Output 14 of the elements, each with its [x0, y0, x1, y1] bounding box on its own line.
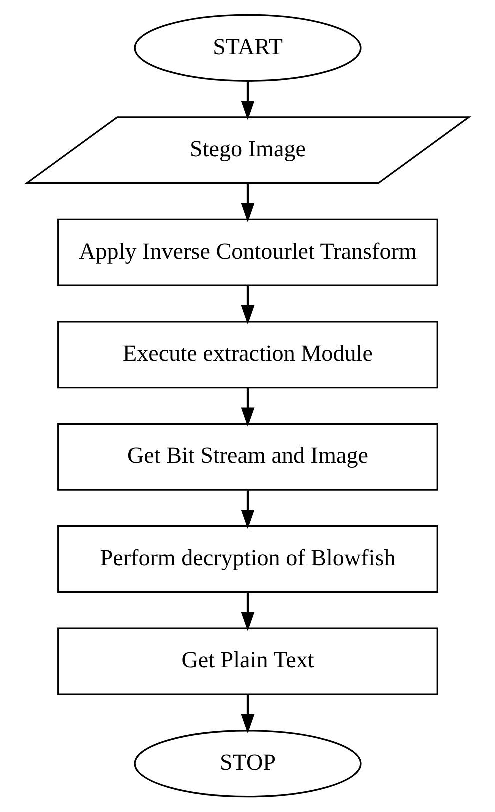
node-ellipse: START	[134, 14, 362, 82]
node-box: Get Plain Text	[57, 628, 438, 696]
arrow	[240, 82, 254, 120]
arrow	[240, 388, 254, 427]
arrow	[240, 184, 254, 222]
node-box: Execute extraction Module	[57, 321, 438, 389]
arrow	[240, 286, 254, 325]
arrow	[240, 592, 254, 632]
node-ellipse: STOP	[134, 730, 362, 798]
node-box: Apply Inverse Contourlet Transform	[57, 218, 438, 286]
node-box: Get Bit Stream and Image	[57, 423, 438, 491]
node-box: Perform decryption of Blowfish	[57, 526, 438, 594]
arrow	[240, 695, 254, 734]
arrow	[240, 490, 254, 530]
